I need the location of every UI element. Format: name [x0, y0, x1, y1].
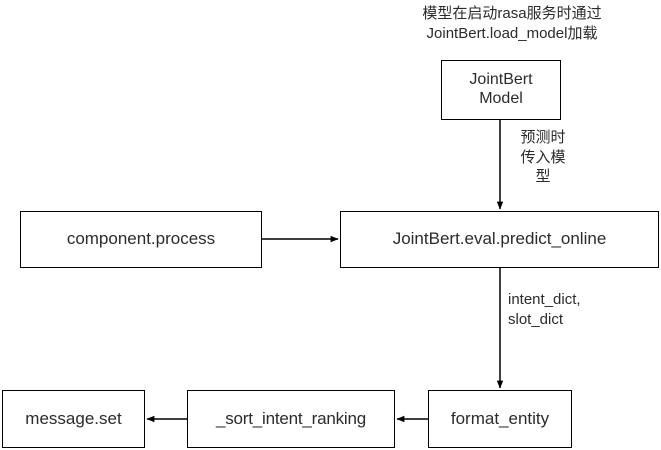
edge-label-intent-slot-dict: intent_dict, slot_dict: [508, 291, 581, 328]
node-jointbert-eval-predict-online[interactable]: JointBert.eval.predict_online: [340, 211, 659, 268]
node-message-set[interactable]: message.set: [2, 390, 145, 448]
node-jointbert-model[interactable]: JointBert Model: [441, 60, 561, 120]
note-load-model: 模型在启动rasa服务时通过 JointBert.load_model加载: [422, 5, 602, 43]
node-component-process[interactable]: component.process: [20, 211, 262, 268]
node-format-entity[interactable]: format_entity: [428, 390, 572, 448]
node-sort-intent-ranking[interactable]: _sort_intent_ranking: [187, 390, 395, 448]
edge-label-predict-pass-model: 预测时 传入模 型: [520, 129, 566, 185]
